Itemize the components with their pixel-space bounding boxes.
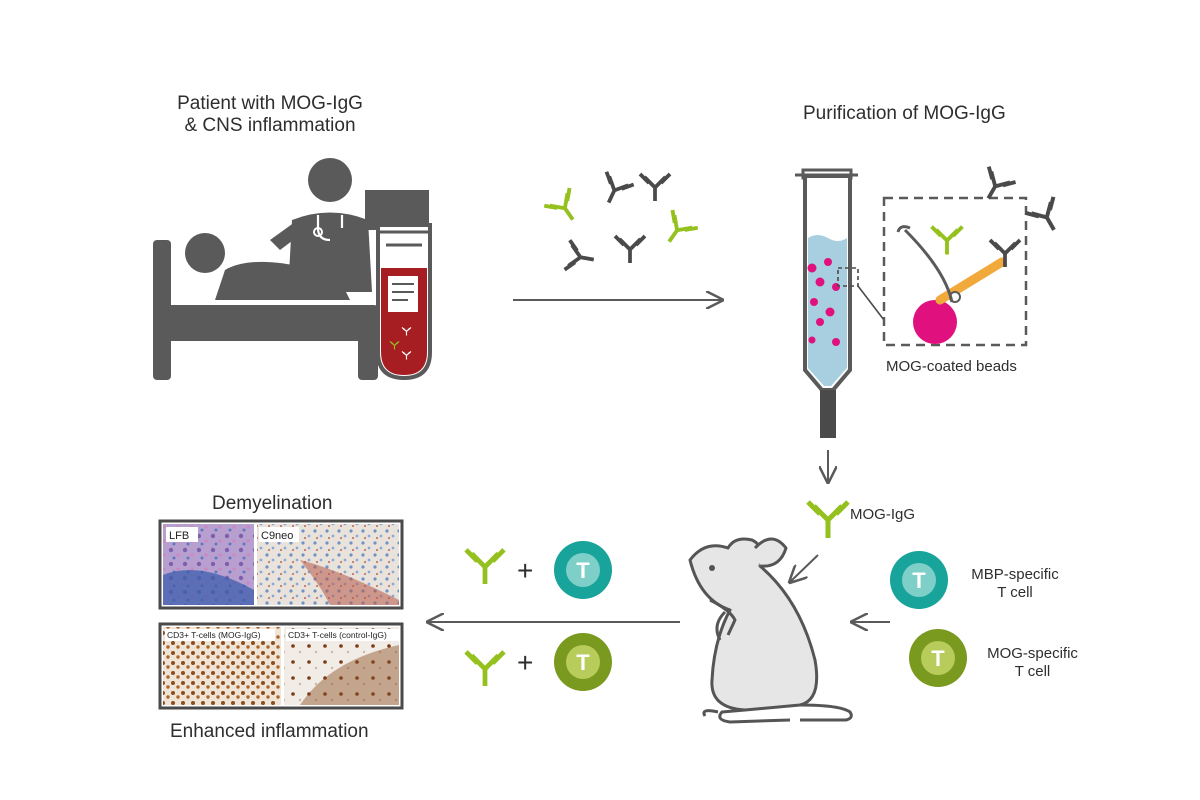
mouse-icon: [688, 537, 853, 724]
blood-tube-icon: [376, 223, 432, 381]
antibody-icon: [972, 164, 1018, 209]
mog-t-label-line1: MOG-specific: [987, 645, 1078, 662]
svg-text:CD3+ T-cells (control-IgG): CD3+ T-cells (control-IgG): [288, 630, 387, 640]
antibody-icon: [640, 174, 670, 201]
svg-text:LFB: LFB: [169, 530, 189, 542]
svg-text:T: T: [912, 568, 926, 593]
svg-text:CD3+ T-cells (MOG-IgG): CD3+ T-cells (MOG-IgG): [167, 630, 261, 640]
antibody-icon: [542, 186, 588, 231]
mog-igg-label: MOG-IgG: [850, 506, 916, 523]
purification-label: Purification of MOG-IgG: [803, 103, 1006, 124]
t-cell-icon: T: [554, 541, 612, 599]
antibody-icon: [593, 169, 636, 211]
mbp-t-cell-label: MBP-specific T cell: [960, 566, 1070, 602]
beads-label: MOG-coated beads: [886, 358, 1017, 375]
antibody-cluster: [542, 169, 700, 277]
patient-label: Patient with MOG-IgG & CNS inflammation: [160, 93, 380, 137]
antibody-icon: [615, 236, 645, 263]
patient-label-line1: Patient with MOG-IgG: [177, 93, 363, 114]
mbp-label-line1: MBP-specific: [971, 566, 1059, 583]
bead-zoom-box: [882, 196, 1028, 347]
svg-text:T: T: [576, 650, 590, 675]
patient-label-line2: & CNS inflammation: [184, 115, 356, 136]
enhanced-inflammation-label: Enhanced inflammation: [170, 721, 369, 742]
svg-text:T: T: [576, 558, 590, 583]
mog-t-label-line2: T cell: [1014, 663, 1051, 680]
plus-sign: +: [517, 647, 534, 678]
mog-t-cell-label: MOG-specific T cell: [975, 645, 1090, 681]
antibody-icon: [562, 238, 599, 277]
demyelination-label: Demyelination: [212, 493, 333, 514]
doctor-icon: [270, 158, 372, 292]
svg-text:C9neo: C9neo: [261, 530, 293, 542]
mbp-label-line2: T cell: [997, 584, 1033, 601]
inflammation-panel: CD3+ T-cells (MOG-IgG) CD3+ T-cells (con…: [158, 622, 404, 710]
antibody-icon: [654, 208, 700, 253]
antibody-icon: [466, 652, 504, 686]
bead-icon: [913, 300, 957, 344]
antibody-icon: [466, 550, 504, 584]
t-cell-icon: T: [890, 551, 948, 609]
svg-text:T: T: [931, 646, 945, 671]
plus-sign: +: [517, 555, 534, 586]
bed-icon: [153, 240, 378, 380]
t-cell-icon: T: [554, 633, 612, 691]
t-cell-icon: T: [909, 629, 967, 687]
column-icon: [795, 168, 885, 438]
arrow-icon: [790, 554, 819, 582]
demyelination-panel: LFB C9neo: [158, 519, 404, 610]
antibody-icon: [808, 502, 848, 538]
antibody-icon: [1026, 197, 1068, 238]
